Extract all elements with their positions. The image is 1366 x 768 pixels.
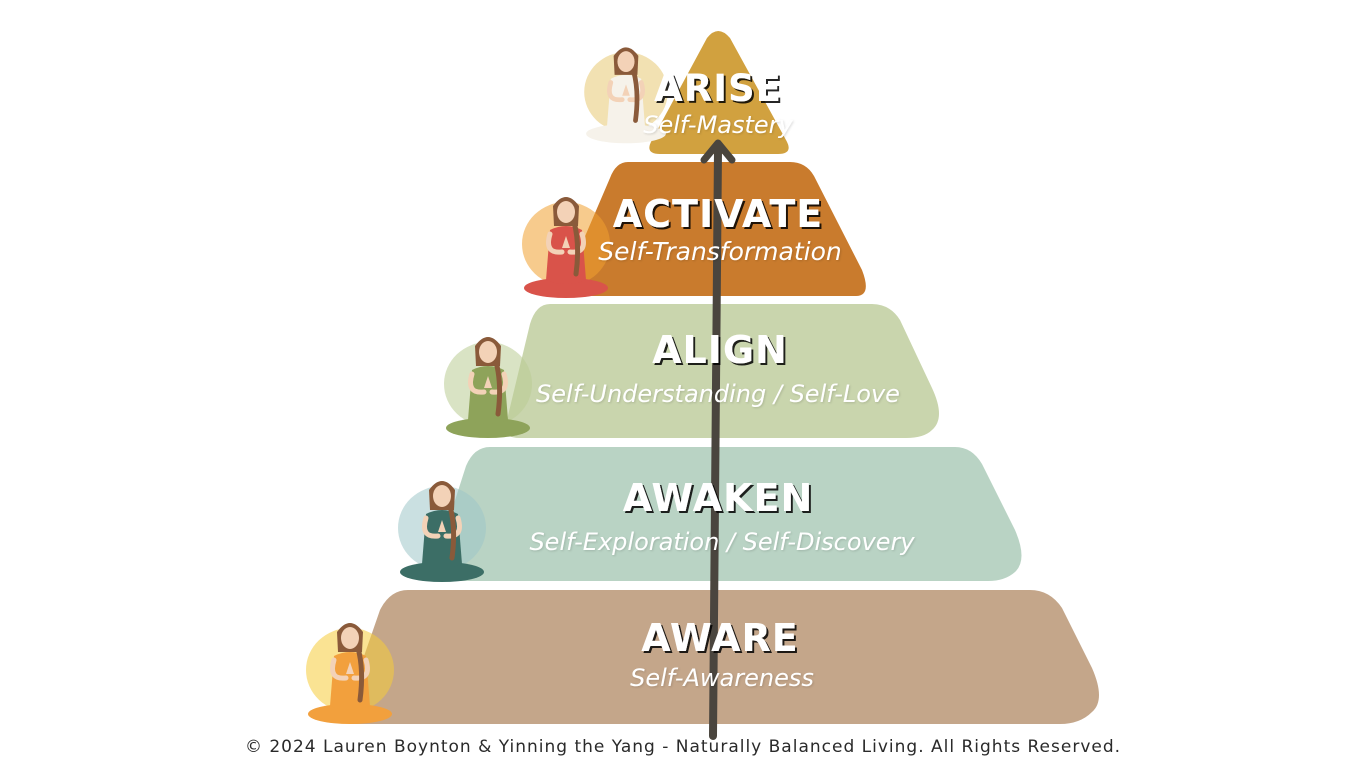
- tier-title-activate: ACTIVATE: [613, 192, 824, 236]
- meditating-figure-align: [444, 337, 532, 438]
- tier-subtitle-activate: Self-Transformation: [598, 237, 842, 266]
- tier-subtitle-awaken: Self-Exploration / Self-Discovery: [529, 528, 915, 556]
- tier-title-aware: AWARE: [641, 616, 799, 660]
- meditating-figure-awaken: [398, 481, 486, 582]
- meditating-figure-activate: [522, 197, 610, 298]
- tier-title-align: ALIGN: [652, 328, 788, 372]
- meditating-figure-aware: [306, 623, 394, 724]
- tier-subtitle-align: Self-Understanding / Self-Love: [536, 380, 900, 408]
- tier-title-awaken: AWAKEN: [623, 476, 814, 520]
- tier-arise-shape: [649, 31, 789, 154]
- tier-subtitle-aware: Self-Awareness: [630, 664, 814, 692]
- copyright-notice: © 2024 Lauren Boynton & Yinning the Yang…: [244, 737, 1122, 757]
- tier-aware-shape: [343, 590, 1099, 724]
- tier-align-shape: [505, 304, 939, 438]
- tier-awaken-shape: [432, 447, 1022, 581]
- meditating-figure-arise: [584, 47, 668, 144]
- tier-subtitle-arise: Self-Mastery: [643, 111, 793, 139]
- progress-arrow: [700, 139, 736, 740]
- tier-title-arise: ARISE: [654, 67, 782, 110]
